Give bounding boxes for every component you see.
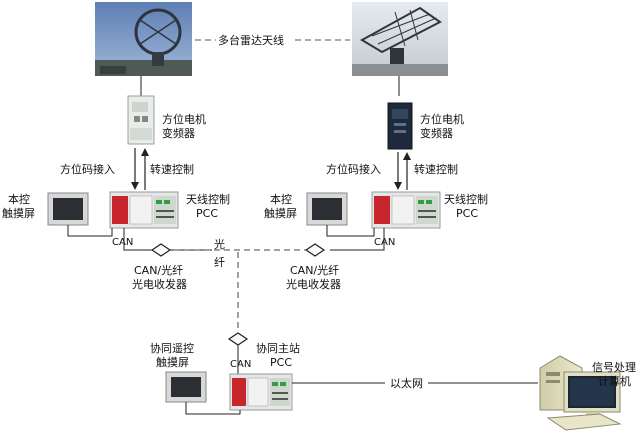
left-can-cable [123,228,152,251]
right-azimuth-arrow [394,152,402,190]
right-azimuth-label: 方位码接入 [326,162,381,176]
right-transceiver-label-1: CAN/光纤 [290,263,339,277]
left-transceiver-label-1: CAN/光纤 [134,263,183,277]
left-speed-arrow [141,148,149,190]
master-label-2: PCC [270,356,292,369]
left-transceiver-label-2: 光电收发器 [132,277,187,291]
right-touchscreen-image [306,192,348,226]
left-touch-pcc-cable [67,225,113,237]
fiber-label-2: 纤 [214,256,225,269]
left-pcc-image [109,191,179,229]
master-can-label: CAN [230,359,251,370]
left-pcc-label-1: 天线控制 [186,192,230,206]
right-pcc-image [371,191,441,229]
right-speed-arrow [403,152,411,190]
left-azimuth-arrow [131,148,139,190]
computer-image [539,355,622,431]
left-pcc-label-2: PCC [196,207,218,220]
left-speed-label: 转速控制 [150,162,194,176]
ethernet-label: 以太网 [390,377,423,390]
left-motor-label-1: 方位电机 [162,112,206,126]
left-can-label: CAN [112,237,133,248]
right-pcc-label-1: 天线控制 [444,192,488,206]
left-motor-label-2: 变频器 [162,126,195,140]
radar-multi-label: 多台雷达天线 [218,33,284,47]
left-inverter-image [127,95,155,145]
right-transceiver-label-2: 光电收发器 [286,277,341,291]
left-transceiver-icon [150,243,172,257]
computer-label-2: 计算机 [598,374,631,388]
master-pcc-image [229,373,293,411]
right-radar-antenna-image [352,2,448,76]
right-speed-label: 转速控制 [414,162,458,176]
master-label-1: 协同主站 [256,341,300,355]
left-touch-label-2: 触摸屏 [2,206,35,220]
master-transceiver-icon [227,332,249,346]
remote-touch-pcc-cable [185,402,241,415]
right-motor-label-1: 方位电机 [420,112,464,126]
right-touch-label-2: 触摸屏 [264,206,297,220]
right-transceiver-icon [304,243,326,257]
right-touch-pcc-cable [326,225,375,237]
left-touch-label-1: 本控 [8,192,30,206]
left-azimuth-label: 方位码接入 [60,162,115,176]
right-motor-label-2: 变频器 [420,126,453,140]
remote-touchscreen-image [165,371,207,403]
remote-touch-label-1: 协同遥控 [150,341,194,355]
right-can-cable [330,228,385,251]
right-pcc-label-2: PCC [456,207,478,220]
fiber-label-1: 光 [214,237,225,251]
right-touch-label-1: 本控 [270,192,292,206]
right-can-label: CAN [374,237,395,248]
left-touchscreen-image [47,192,89,226]
left-radar-antenna-image [95,2,192,76]
right-inverter-image [387,102,413,150]
remote-touch-label-2: 触摸屏 [156,355,189,369]
computer-label-1: 信号处理 [592,361,636,374]
